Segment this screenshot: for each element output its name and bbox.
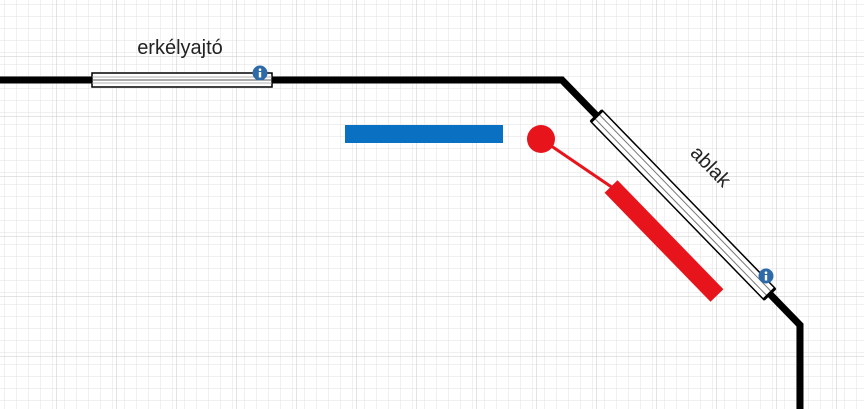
window[interactable] bbox=[589, 109, 777, 301]
door-label: erkélyajtó bbox=[137, 37, 223, 59]
rotate-handle-icon[interactable] bbox=[527, 125, 555, 153]
selected-wall-segment[interactable] bbox=[604, 180, 724, 302]
info-icon[interactable] bbox=[758, 268, 774, 284]
balcony-door[interactable] bbox=[91, 72, 273, 88]
blue-wall-segment[interactable] bbox=[345, 125, 503, 143]
info-icon[interactable] bbox=[252, 65, 268, 81]
rotate-handle-line bbox=[540, 137, 614, 190]
